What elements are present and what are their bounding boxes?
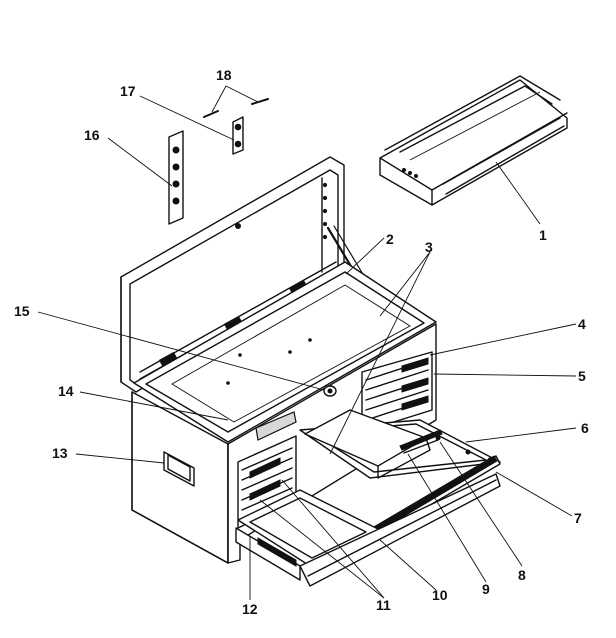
- callout-8: 8: [518, 567, 526, 583]
- callout-10: 10: [432, 587, 448, 603]
- callout-3: 3: [425, 239, 433, 255]
- callout-1: 1: [539, 227, 547, 243]
- callout-5: 5: [578, 368, 586, 384]
- callout-11: 11: [376, 597, 391, 613]
- callout-9: 9: [482, 581, 490, 597]
- part-lid-stay: [168, 130, 184, 225]
- callout-15: 15: [14, 303, 30, 319]
- callout-2: 2: [386, 231, 394, 247]
- part-pins: [203, 98, 269, 118]
- callout-7: 7: [574, 510, 582, 526]
- callout-4: 4: [578, 316, 586, 332]
- callout-17: 17: [120, 83, 136, 99]
- part-tote-tray: [379, 75, 568, 206]
- leader-lines: [37, 85, 577, 600]
- chest-lid: [120, 156, 345, 393]
- callout-14: 14: [58, 383, 74, 399]
- callout-13: 13: [52, 445, 68, 461]
- callout-12: 12: [242, 601, 258, 617]
- callout-6: 6: [581, 420, 589, 436]
- part-bracket: [232, 116, 244, 155]
- callout-16: 16: [84, 127, 100, 143]
- callout-18: 18: [216, 67, 232, 83]
- callout-labels: 1 2 3 4 5 6 7 8 9 10 11 12 13 14 15 16 1…: [14, 67, 589, 617]
